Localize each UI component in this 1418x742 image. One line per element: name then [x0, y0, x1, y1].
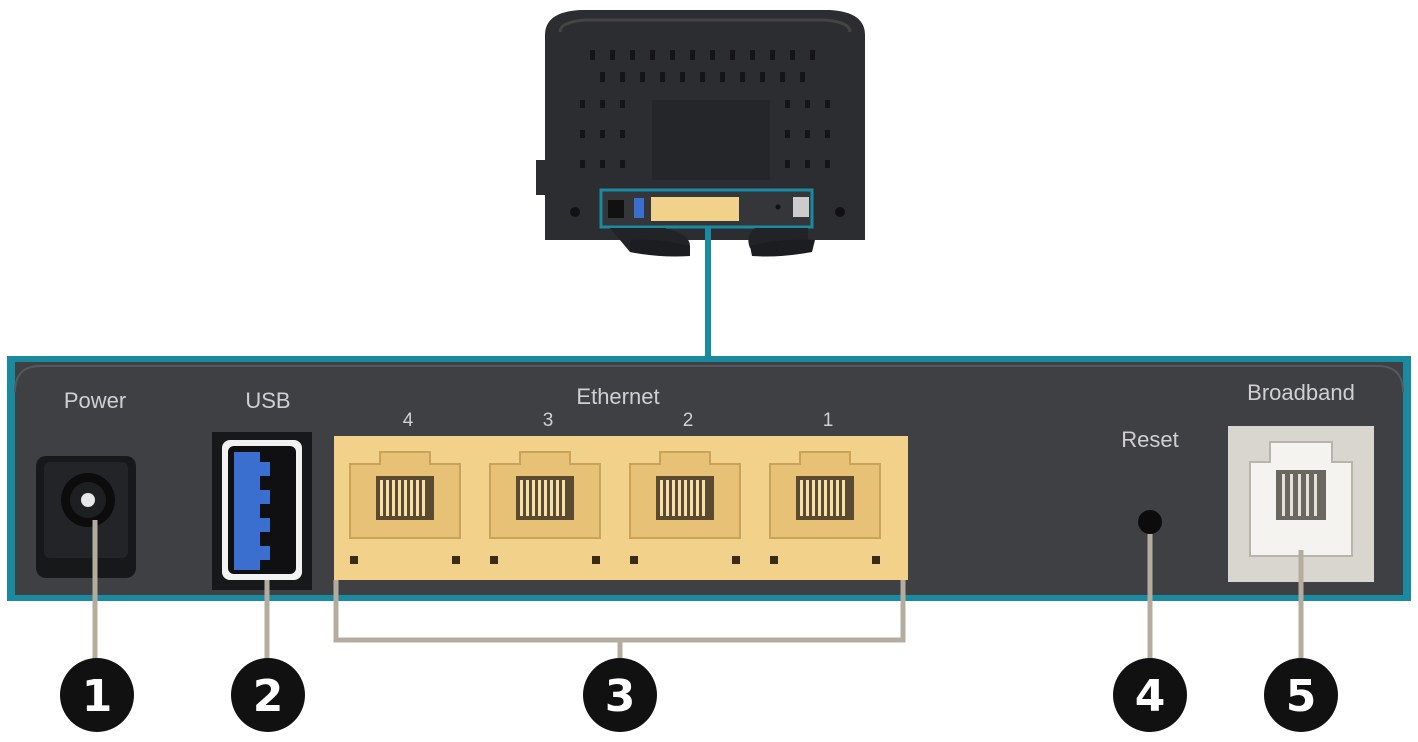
- callout-5-number: 5: [1286, 671, 1317, 722]
- callout-3-number: 3: [605, 671, 636, 722]
- ethernet-label: Ethernet: [576, 384, 659, 409]
- rj45-port-icon: [617, 439, 751, 569]
- dc-power-jack-icon: [36, 456, 136, 578]
- callout-4-number: 4: [1135, 671, 1166, 722]
- pinhole-reset-icon: [1138, 510, 1162, 534]
- callout-1: 1: [60, 658, 134, 732]
- reset-label: Reset: [1121, 427, 1178, 452]
- callout-4: 4: [1113, 658, 1187, 732]
- ethernet-port-number-3: 3: [543, 410, 554, 431]
- power-label: Power: [64, 388, 126, 413]
- callout-3: 3: [583, 658, 657, 732]
- callout-5: 5: [1264, 658, 1338, 732]
- rj45-port-icon: [757, 439, 891, 569]
- callout-2: 2: [231, 658, 305, 732]
- ethernet-ports-block: [334, 436, 908, 580]
- rj45-port-icon: [337, 439, 471, 569]
- usb-label: USB: [245, 388, 290, 413]
- ethernet-port-number-1: 1: [823, 410, 834, 431]
- ethernet-port-number-4: 4: [403, 410, 414, 431]
- callout-1-number: 1: [82, 671, 113, 722]
- rj45-port-icon: [477, 439, 611, 569]
- ethernet-port-number-2: 2: [683, 410, 694, 431]
- router-rear-view: [536, 10, 865, 257]
- broadband-label: Broadband: [1247, 380, 1355, 405]
- usb-a-port-icon: [212, 432, 312, 590]
- callout-2-number: 2: [253, 671, 284, 722]
